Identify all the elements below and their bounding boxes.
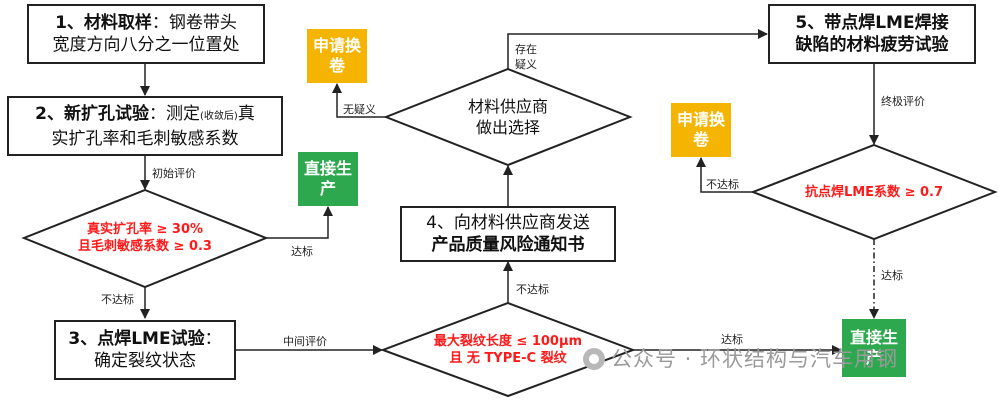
decision2-line1: 最大裂纹长度 ≤ 100μm [433,334,583,349]
apply-swap-top-badge: 申请换卷 [307,29,367,83]
wechat-logo-icon [583,348,605,370]
decision3-line1: 材料供应商 [467,97,548,116]
label-final-eval: 终极评价 [881,95,925,108]
step5-text-b: 缺陷的材料疲劳试验 [795,35,949,55]
decision1-line2: 且毛刺敏感系数 ≥ 0.3 [78,239,212,254]
label-has-doubt-1: 存在 [515,43,537,56]
label-reach-std-1: 达标 [291,245,313,258]
watermark: 公众号 · 环状结构与汽车用钢 [583,343,898,373]
step4-box: 4、向材料供应商发送 产品质量风险通知书 [400,206,616,262]
watermark-text: 公众号 · 环状结构与汽车用钢 [611,347,899,371]
label-not-reach-1: 不达标 [101,293,134,306]
decision3-text: 材料供应商 做出选择 [420,95,596,139]
step5-text-a: 5、带点焊LME焊接 [795,13,949,33]
step3-box: 3、点焊LME试验： 确定裂纹状态 [54,320,236,380]
step3-text-b: 确定裂纹状态 [94,351,196,371]
step2-box: 2、新扩孔试验：测定(收敛后)真 实扩孔率和毛刺敏感系数 [7,96,283,156]
step2-note: (收敛后) [200,110,238,122]
label-no-doubt: 无疑义 [343,103,376,116]
step3-text-a: ： [204,329,222,349]
step1-text-b: 宽度方向八分之一位置处 [52,35,240,55]
step5-box: 5、带点焊LME焊接 缺陷的材料疲劳试验 [768,4,976,64]
decision1-line1: 真实扩孔率 ≥ 30% [86,222,204,237]
decision4-line1: 抗点焊LME系数 ≥ 0.7 [804,184,944,200]
step2-text-c: 实扩孔率和毛刺敏感系数 [51,128,239,149]
label-not-reach-3: 不达标 [706,178,739,191]
decision3-line2: 做出选择 [475,118,540,137]
decision4-text: 抗点焊LME系数 ≥ 0.7 [773,182,975,202]
apply-swap-right-badge: 申请换卷 [671,103,731,157]
step4-text-a: 4、向材料供应商发送 [426,213,590,233]
label-reach-std-2: 达标 [721,333,743,346]
label-not-reach-2: 不达标 [516,283,549,296]
step1-title: 1、材料取样 [55,13,152,33]
decision1-text: 真实扩孔率 ≥ 30% 且毛刺敏感系数 ≥ 0.3 [44,218,246,258]
step4-text-b: 产品质量风险通知书 [431,235,585,255]
decision2-line2: 且 无 TYPE-C 裂纹 [449,351,567,366]
step3-title: 3、点焊LME试验 [68,329,205,349]
decision2-diamond [380,301,636,398]
step1-text-a: ：钢卷带头 [151,13,237,33]
direct-production-bottom-badge: 直接生产 [842,319,906,377]
step2-text-a: ：测定 [149,103,201,124]
label-reach-std-3: 达标 [881,269,903,282]
label-initial-eval: 初始评价 [152,167,196,180]
direct-production-top-badge: 直接生产 [298,152,358,206]
label-has-doubt-2: 疑义 [515,58,537,71]
step1-box: 1、材料取样：钢卷带头 宽度方向八分之一位置处 [27,4,265,64]
step2-text-b: 真 [237,103,255,124]
step2-title: 2、新扩孔试验 [35,103,150,124]
label-mid-eval: 中间评价 [283,335,327,348]
decision2-text: 最大裂纹长度 ≤ 100μm 且 无 TYPE-C 裂纹 [405,330,611,370]
